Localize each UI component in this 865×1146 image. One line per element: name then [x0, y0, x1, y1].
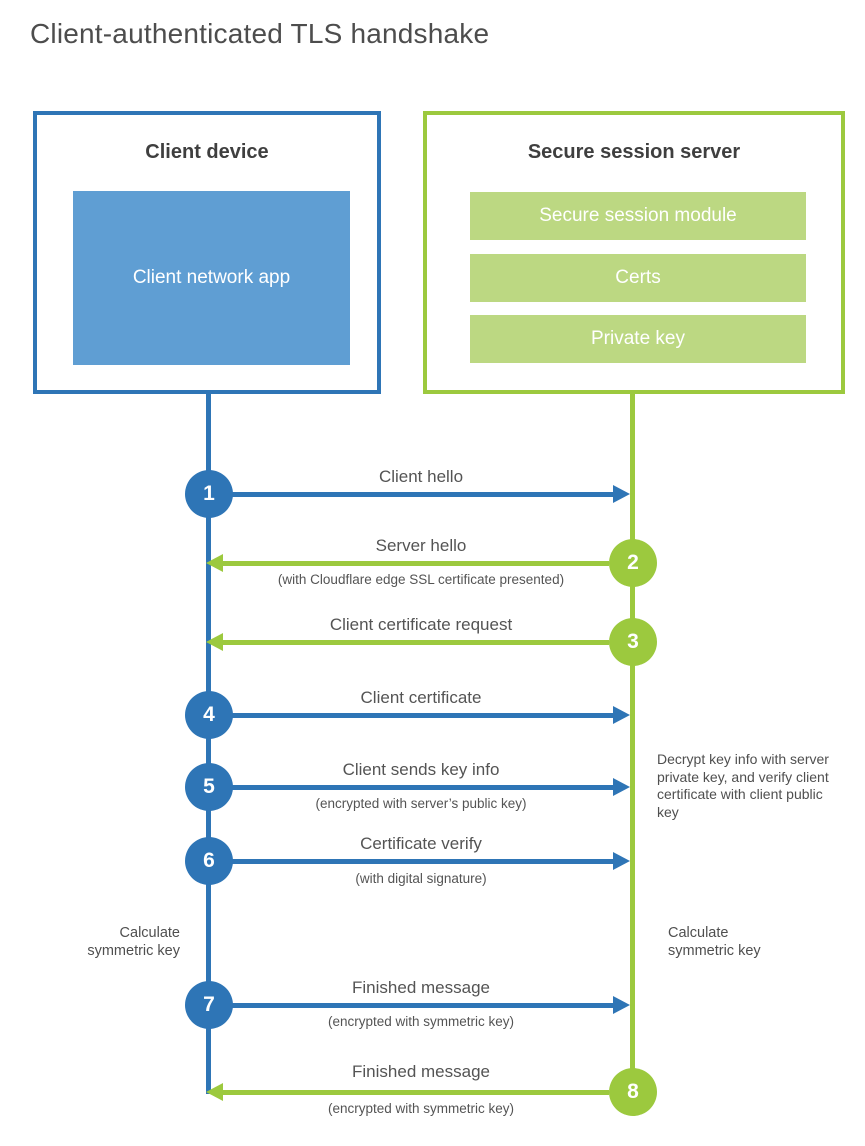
- server-module-certs-label: Certs: [615, 267, 661, 288]
- step-4-label: Client certificate: [360, 688, 482, 707]
- server-decrypt-note: Decrypt key info with server private key…: [657, 751, 829, 820]
- arrowhead-left-icon: [206, 633, 223, 651]
- arrowhead-left-icon: [206, 554, 223, 572]
- step-8-badge: 8: [609, 1068, 657, 1116]
- arrowhead-right-icon: [613, 485, 630, 503]
- server-module-certs: Certs: [470, 254, 806, 302]
- step-1-label: Client hello: [378, 467, 464, 486]
- arrowhead-left-icon: [206, 1083, 223, 1101]
- step-5-sublabel: (encrypted with server’s public key): [315, 796, 527, 811]
- step-7-sublabel: (encrypted with symmetric key): [327, 1014, 515, 1029]
- server-lifeline: [630, 392, 635, 1092]
- step-8-sublabel: (encrypted with symmetric key): [327, 1101, 515, 1116]
- step-2-badge: 2: [609, 539, 657, 587]
- arrowhead-right-icon: [613, 852, 630, 870]
- client-device-heading: Client device: [145, 141, 269, 163]
- server-module-secure-session-label: Secure session module: [539, 205, 737, 226]
- server-module-private-key: Private key: [470, 315, 806, 363]
- arrowhead-right-icon: [613, 778, 630, 796]
- secure-session-server-heading: Secure session server: [527, 141, 741, 163]
- step-2-label: Server hello: [375, 536, 467, 555]
- step-6-label: Certificate verify: [360, 834, 482, 853]
- page-title: Client-authenticated TLS handshake: [30, 18, 490, 49]
- step-6-badge: 6: [185, 837, 233, 885]
- client-calculate-symmetric-key-note: Calculate symmetric key: [87, 925, 180, 959]
- step-3-badge: 3: [609, 618, 657, 666]
- step-7-badge: 7: [185, 981, 233, 1029]
- step-6-sublabel: (with digital signature): [355, 871, 487, 886]
- client-network-app-label: Client network app: [132, 267, 291, 289]
- step-3-label: Client certificate request: [329, 615, 513, 634]
- server-calculate-symmetric-key-note: Calculate symmetric key: [668, 925, 761, 959]
- step-4-badge: 4: [185, 691, 233, 739]
- server-module-private-key-label: Private key: [591, 328, 685, 349]
- secure-session-server-box: Secure session server Secure session mod…: [423, 111, 845, 394]
- client-network-app-box: Client network app: [73, 191, 350, 365]
- step-7-label: Finished message: [352, 978, 490, 997]
- step-2-sublabel: (with Cloudflare edge SSL certificate pr…: [277, 572, 565, 587]
- step-7-arrow-line: [231, 1003, 614, 1008]
- step-3-arrow-line: [223, 640, 609, 645]
- step-8-label: Finished message: [352, 1062, 490, 1081]
- step-5-badge: 5: [185, 763, 233, 811]
- step-5-arrow-line: [231, 785, 614, 790]
- server-module-secure-session: Secure session module: [470, 192, 806, 240]
- step-8-arrow-line: [223, 1090, 609, 1095]
- arrowhead-right-icon: [613, 706, 630, 724]
- step-1-badge: 1: [185, 470, 233, 518]
- client-lifeline: [206, 392, 211, 1094]
- step-5-label: Client sends key info: [342, 760, 500, 779]
- arrowhead-right-icon: [613, 996, 630, 1014]
- step-4-arrow-line: [231, 713, 614, 718]
- step-1-arrow-line: [231, 492, 614, 497]
- step-6-arrow-line: [231, 859, 614, 864]
- client-device-box: Client device Client network app: [33, 111, 381, 394]
- step-2-arrow-line: [223, 561, 609, 566]
